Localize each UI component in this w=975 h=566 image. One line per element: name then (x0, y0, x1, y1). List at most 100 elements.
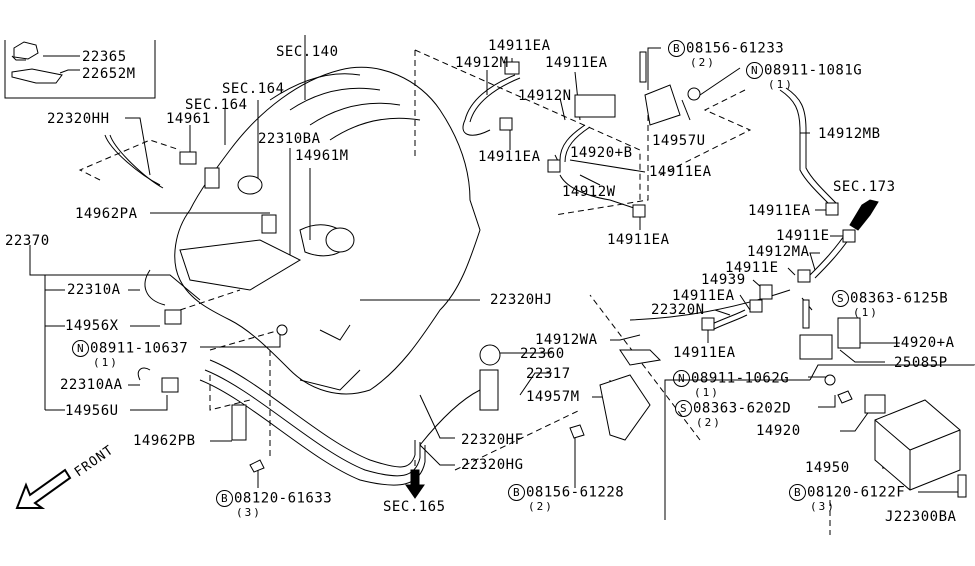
label-14911EA-3: 14911EA (478, 149, 541, 165)
label-14911E-2: 14911E (725, 260, 779, 276)
part-number: 08120-61633 (234, 490, 333, 507)
section-divider (665, 380, 810, 520)
label-14957M: 14957M (526, 389, 580, 405)
label-22310A: 22310A (67, 282, 121, 298)
bolt-08156-61228-icon (570, 425, 584, 438)
label-22317: 22317 (526, 366, 571, 382)
nut-marker-icon: N (746, 62, 763, 79)
clip-14962PA-icon (262, 215, 276, 233)
label-22310BA: 22310BA (258, 131, 321, 147)
label-14911EA-8: 14911EA (673, 345, 736, 361)
label-22320HH: 22320HH (47, 111, 110, 127)
bolt-marker-icon: B (216, 490, 233, 507)
label-14911EA-7: 14911EA (672, 288, 735, 304)
bracket-14957M-icon (600, 375, 650, 440)
label-sec164-b: SEC.164 (185, 97, 248, 113)
bracket-22317-icon (480, 370, 498, 410)
label-22310AA: 22310AA (60, 377, 123, 393)
screw-marker-icon: S (832, 290, 849, 307)
label-sec165: SEC.165 (383, 499, 446, 515)
label-14961M: 14961M (295, 148, 349, 164)
qty-08911-1062G: (1) (694, 386, 720, 399)
label-14911EA-top: 14911EA (488, 38, 551, 54)
bolt-08120-61633-icon (250, 460, 264, 472)
label-sec173: SEC.173 (833, 179, 896, 195)
qty-08156-61228: (2) (528, 500, 554, 513)
label-22320HG: 22320HG (461, 457, 524, 473)
bracket-22652M-icon (12, 69, 62, 83)
inset-part-22652M: 22652M (82, 66, 136, 82)
part-number: 08911-10637 (90, 340, 189, 357)
part-number: 08156-61228 (526, 484, 625, 501)
nut-marker-icon: N (72, 340, 89, 357)
label-22320HJ: 22320HJ (490, 292, 553, 308)
label-14912MA: 14912MA (747, 244, 810, 260)
part-number: 08911-1081G (764, 62, 863, 79)
label-14962PB: 14962PB (133, 433, 196, 449)
label-14956U: 14956U (65, 403, 119, 419)
bracket-14957U-icon (645, 85, 680, 125)
label-14911E-1: 14911E (776, 228, 830, 244)
label-14911EA-5: 14911EA (607, 232, 670, 248)
label-14911EA-2: 14911EA (545, 55, 608, 71)
label-14912N: 14912N (518, 88, 572, 104)
arrow-sec165-icon (406, 470, 424, 498)
label-22320HF: 22320HF (461, 432, 524, 448)
label-14957U: 14957U (652, 133, 706, 149)
qty-08363-6125B: (1) (853, 306, 879, 319)
nut-icon (277, 325, 287, 335)
part-number: 08363-6202D (693, 400, 792, 417)
clamp-14911EA-icon (505, 62, 519, 74)
valve-sec164-icon (205, 168, 219, 188)
label-14939: 14939 (701, 272, 746, 288)
label-14920A: 14920+A (892, 335, 955, 351)
bolt-08120-6122F-icon (958, 475, 966, 497)
screw-marker-icon: S (675, 400, 692, 417)
nut-marker-icon: N (673, 370, 690, 387)
qty-08156-61233: (2) (690, 56, 716, 69)
arrow-sec173-icon (850, 200, 878, 230)
bolt-marker-icon: B (668, 40, 685, 57)
valve-14920B-icon (575, 95, 615, 117)
label-14950: 14950 (805, 460, 850, 476)
label-14961: 14961 (166, 111, 211, 127)
label-14912W: 14912W (562, 184, 616, 200)
clip-14962PB-icon (232, 405, 246, 440)
screw-08363-6202D-icon (838, 391, 852, 403)
bolt-marker-icon: B (789, 484, 806, 501)
leader-lines (30, 35, 958, 492)
label-14920B: 14920+B (570, 145, 633, 161)
label-14912WA: 14912WA (535, 332, 598, 348)
nut-08911-1081G-icon (688, 88, 700, 100)
label-sec164-a: SEC.164 (222, 81, 285, 97)
part-number: 08120-6122F (807, 484, 906, 501)
solenoid-14956U-icon (162, 378, 178, 392)
qty-08911-10637: (1) (93, 356, 119, 369)
label-14912M: 14912M (455, 55, 509, 71)
screw-08363-6125B-icon (803, 300, 809, 328)
part-number: 08363-6125B (850, 290, 949, 307)
qty-08120-61633: (3) (236, 506, 262, 519)
qty-08363-6202D: (2) (696, 416, 722, 429)
label-22370: 22370 (5, 233, 50, 249)
part-number: 08911-1062G (691, 370, 790, 387)
bolt-08156-61233-icon (640, 52, 646, 82)
component-sec164-icon (238, 176, 262, 194)
components (162, 52, 966, 498)
engine-outline (175, 67, 480, 394)
label-14956X: 14956X (65, 318, 119, 334)
sensor-22365-icon (12, 42, 38, 60)
nut-08911-1062G-icon (825, 375, 835, 385)
diagram-ref-code: J22300BA (885, 509, 957, 525)
label-22320N: 22320N (651, 302, 705, 318)
